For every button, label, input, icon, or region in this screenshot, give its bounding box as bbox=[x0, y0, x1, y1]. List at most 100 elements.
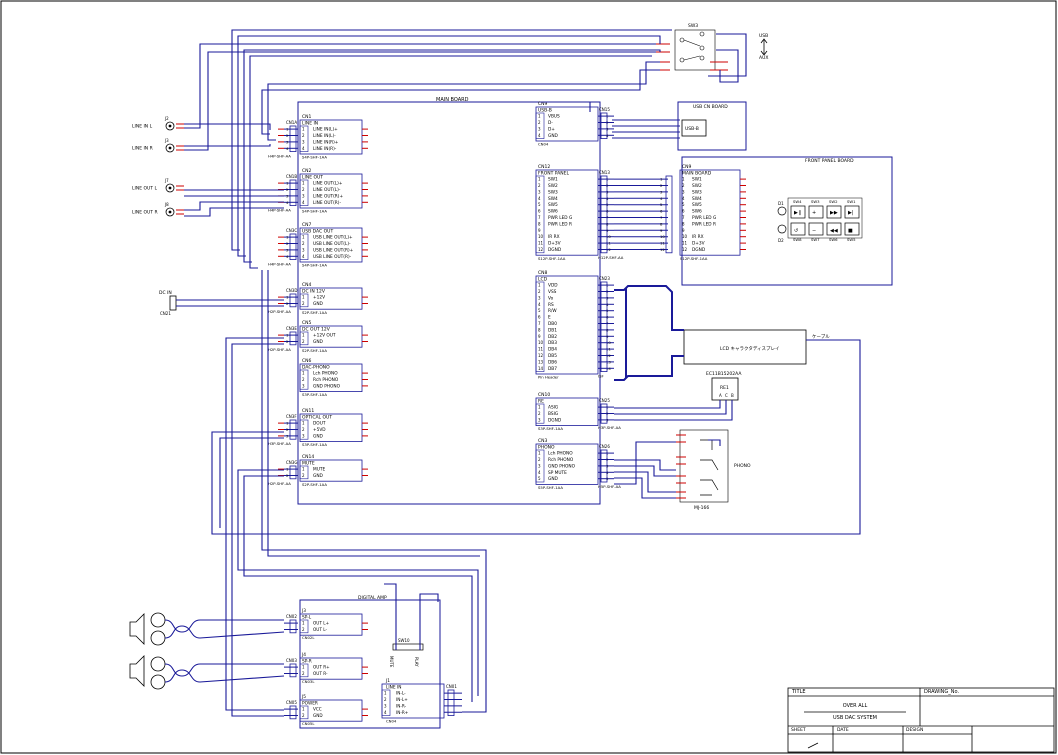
jack-label: LINE OUT R bbox=[132, 210, 158, 216]
pin-number: 4 bbox=[302, 146, 305, 151]
connector-name: SP-R bbox=[302, 659, 312, 665]
connector-name: LINE OUT bbox=[302, 175, 323, 181]
mate-pin-number: 4 bbox=[606, 133, 609, 138]
mate-pin-number: 12 bbox=[606, 247, 611, 252]
fp-button-glyph: + bbox=[812, 210, 816, 216]
mate-pin-number: 1 bbox=[606, 114, 609, 119]
mate-connector-label: CN04 bbox=[386, 719, 397, 724]
usb-aux-switch: SW3 USB AUX bbox=[655, 23, 768, 71]
pin-signal-label: USB LINE OUT(L)+ bbox=[313, 235, 353, 241]
pin-number: 10 bbox=[682, 234, 688, 239]
mate-connector-part: H12P-SHF-AA bbox=[598, 255, 624, 260]
mate-pin-number: 6 bbox=[606, 315, 609, 320]
pin-signal-label: SW3 bbox=[692, 189, 702, 195]
pin-signal-label: DB6 bbox=[548, 359, 557, 365]
pin-number: 2 bbox=[538, 289, 541, 294]
pin-signal-label: SW3 bbox=[548, 189, 558, 195]
pin-number: 3 bbox=[538, 295, 541, 300]
usb-cn-board: USB CN BOARD USB-B bbox=[677, 101, 747, 151]
connector-name: POWER bbox=[302, 701, 318, 707]
pin-number: 3 bbox=[538, 463, 541, 468]
mate-connector-part: ISF bbox=[598, 374, 604, 379]
connector-part: S12P-SHF-1AA bbox=[538, 256, 566, 261]
mute-switch-mute-label: MUTE bbox=[389, 656, 394, 668]
pin-number: 2 bbox=[302, 377, 305, 382]
svg-text:B: B bbox=[731, 393, 734, 398]
mate-pin-number: 11 bbox=[606, 347, 611, 352]
pin-number: 1 bbox=[302, 707, 305, 712]
pin-signal-label: IN-R- bbox=[396, 703, 407, 708]
pin-signal-label: LINE OUT(R)- bbox=[313, 200, 341, 206]
connector-ref: CN14 bbox=[302, 454, 314, 460]
sheet-label: SHEET bbox=[791, 727, 806, 733]
usb-board-label: USB CN BOARD bbox=[693, 104, 728, 110]
connector-ref: CN2 bbox=[302, 168, 312, 174]
mate-pin-number: 3 bbox=[660, 189, 663, 194]
mate-pin-number: 3 bbox=[606, 189, 609, 194]
pin-signal-label: GND bbox=[313, 339, 324, 345]
pin-number: 2 bbox=[538, 120, 541, 125]
fp-button-glyph: ▶❙ bbox=[794, 210, 802, 216]
pin-number: 4 bbox=[538, 196, 541, 201]
mate-connector-ref: CN3C bbox=[286, 228, 297, 233]
pin-signal-label: Vo bbox=[548, 295, 554, 301]
pin-number: 2 bbox=[302, 473, 305, 478]
title-label: TITLE bbox=[791, 689, 806, 695]
pin-signal-label: LINE IN(L)- bbox=[313, 133, 336, 139]
mate-pin-number: 13 bbox=[606, 359, 611, 364]
led-d1-label: D1 bbox=[778, 201, 784, 206]
mate-pin-number: 4 bbox=[606, 470, 609, 475]
pin-signal-label: DB0 bbox=[548, 321, 557, 327]
pin-signal-label: Rch PHONO bbox=[313, 377, 339, 383]
connector-ref: CN11 bbox=[302, 408, 314, 414]
connector-name: RE bbox=[538, 399, 544, 405]
pin-signal-label: SW2 bbox=[692, 183, 702, 189]
mate-pin-number: 3 bbox=[286, 433, 289, 438]
connector-part: S4P-SHF-1AA bbox=[302, 155, 327, 160]
fp-button-glyph: ▶▶ bbox=[830, 210, 838, 216]
pin-signal-label: SW1 bbox=[548, 177, 558, 183]
connector-name: FRONT PANEL bbox=[538, 171, 570, 177]
connector-part: S3P-SHF-1AA bbox=[302, 392, 327, 397]
pin-signal-label: Lch PHONO bbox=[313, 371, 338, 377]
connector-ref: J1 bbox=[385, 678, 390, 684]
pin-signal-label: GND bbox=[548, 133, 559, 139]
mate-pin-number: 5 bbox=[660, 202, 663, 207]
pin-number: 2 bbox=[302, 133, 305, 138]
lcd-module-label: LCD キャラクタディスプレイ bbox=[720, 345, 780, 352]
pin-signal-label: DGND bbox=[548, 417, 562, 423]
pin-signal-label: GND bbox=[313, 713, 323, 718]
mate-pin-number: 1 bbox=[606, 405, 609, 410]
mate-pin-number: 14 bbox=[606, 366, 611, 371]
mate-pin-number: 2 bbox=[286, 427, 289, 432]
fp-button-bottom-label: SW8 bbox=[793, 237, 802, 242]
mate-pin-number: 4 bbox=[606, 196, 609, 201]
pin-signal-label: DOUT bbox=[313, 421, 326, 427]
mate-pin-number: 10 bbox=[606, 234, 611, 239]
mate-connector-part: H4P-SHF-AA bbox=[268, 208, 291, 213]
speaker-right bbox=[129, 655, 285, 690]
pin-signal-label: +12V OUT bbox=[313, 333, 336, 339]
pin-number: 8 bbox=[538, 221, 541, 226]
pin-signal-label: IR RX bbox=[692, 234, 704, 240]
pin-signal-label: LINE OUT(R)+ bbox=[313, 193, 343, 199]
pin-signal-label: OUT R+ bbox=[313, 665, 330, 670]
fp-button-bottom-label: SW7 bbox=[811, 237, 820, 242]
title-text-2: USB DAC SYSTEM bbox=[833, 715, 877, 721]
connector-ref: CN10 bbox=[538, 392, 550, 398]
mate-pin-number: 12 bbox=[660, 247, 665, 252]
mate-pin-number: 7 bbox=[660, 215, 663, 220]
pin-signal-label: OUT L- bbox=[313, 627, 328, 632]
pin-signal-label: LINE IN(R)- bbox=[313, 146, 337, 152]
mate-pin-number: 8 bbox=[606, 221, 609, 226]
mate-connector-ref: CN23 bbox=[599, 276, 610, 281]
mate-connector-label: CN02L bbox=[302, 635, 315, 640]
